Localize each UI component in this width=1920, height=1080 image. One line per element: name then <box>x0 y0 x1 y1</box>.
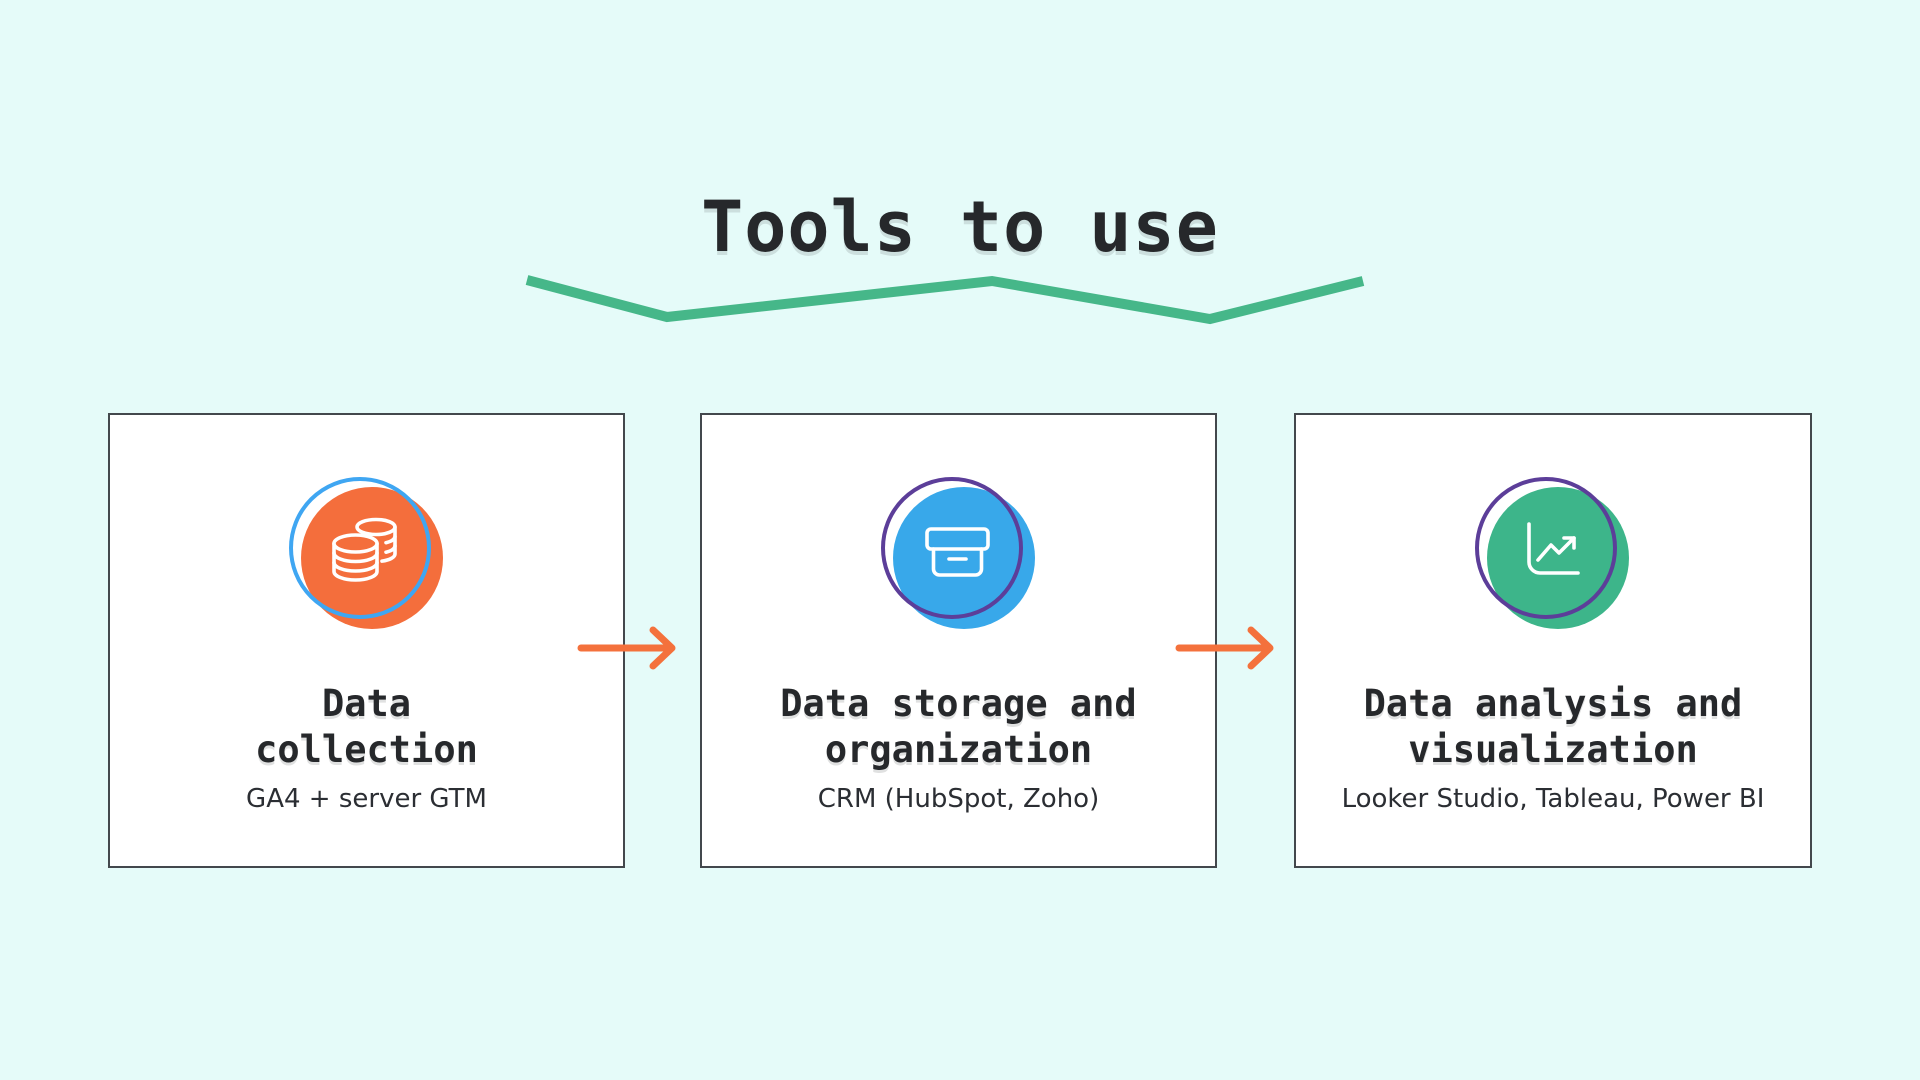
card-data-storage: Data storage and organization CRM (HubSp… <box>700 413 1217 868</box>
card-subtitle: GA4 + server GTM <box>246 784 487 814</box>
icon-cluster <box>876 477 1042 639</box>
page-title: Tools to use <box>701 186 1219 268</box>
card-title: Data storage and organization <box>780 682 1137 771</box>
accent-ring <box>1475 477 1617 619</box>
accent-ring <box>880 477 1023 619</box>
card-title: Data collection <box>255 682 478 771</box>
zigzag-underline <box>525 275 1365 325</box>
card-subtitle: CRM (HubSpot, Zoho) <box>817 784 1100 814</box>
arrow-right-icon <box>577 626 676 670</box>
arrow-right-icon <box>1175 626 1274 670</box>
zigzag-line <box>525 275 1365 325</box>
card-title: Data analysis and visualization <box>1363 682 1743 771</box>
icon-cluster <box>1470 477 1636 639</box>
accent-ring <box>288 477 431 619</box>
card-data-analysis: Data analysis and visualization Looker S… <box>1294 413 1812 868</box>
card-subtitle: Looker Studio, Tableau, Power BI <box>1341 784 1765 814</box>
card-data-collection: Data collection GA4 + server GTM <box>108 413 625 868</box>
icon-cluster <box>284 477 450 639</box>
